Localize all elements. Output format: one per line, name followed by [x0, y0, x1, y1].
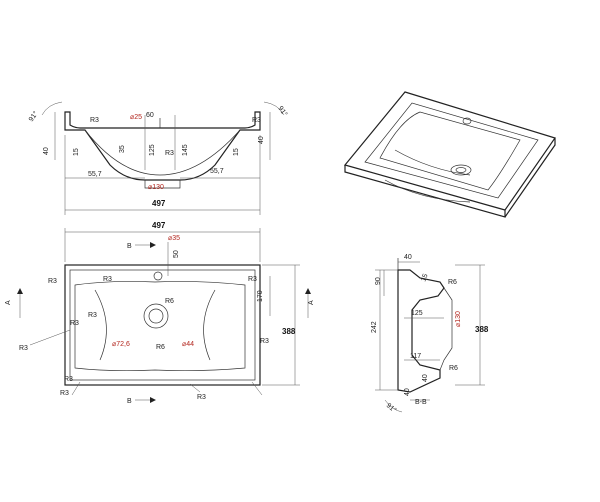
label-d35: 35 — [119, 145, 126, 153]
label-d72: ⌀72,6 — [112, 341, 130, 348]
label-d25: ⌀25 — [130, 114, 142, 121]
label-section-b-bottom: B — [127, 398, 132, 405]
label-d117: 117 — [410, 353, 421, 360]
label-angle-right: 91° — [276, 105, 289, 118]
label-d40-right: 40 — [258, 136, 265, 144]
label-r3-h: R3 — [64, 376, 73, 383]
label-d44: ⌀44 — [182, 341, 194, 348]
section-height-label: 388 — [475, 325, 489, 334]
label-d35: ⌀35 — [168, 235, 180, 242]
label-arrow-a-right: A — [308, 300, 315, 305]
label-d55-right: 55,7 — [210, 168, 224, 175]
iso-rim-inner — [364, 102, 539, 199]
top-view-height-label: 388 — [282, 327, 296, 336]
front-view: R3 R3 ⌀25 60 40 40 15 15 35 125 145 R3 5… — [27, 101, 289, 215]
top-view: 497 B ⌀35 50 170 388 A A R3 R3 R3 R3 R3 … — [5, 221, 315, 405]
label-arrow-a-left: A — [5, 300, 12, 305]
label-d40-left: 40 — [43, 147, 50, 155]
label-r3-b: R3 — [103, 276, 112, 283]
label-r3-f: R3 — [70, 320, 79, 327]
front-view-outline — [64, 111, 261, 181]
iso-bowl-edge — [379, 111, 521, 191]
section-title: B-B — [415, 399, 427, 406]
iso-drain — [450, 164, 472, 176]
label-r3-right: R3 — [252, 117, 261, 124]
iso-right-edge — [504, 138, 556, 218]
label-r3-c: R3 — [248, 276, 257, 283]
label-r6-top: R6 — [448, 279, 457, 286]
label-d15-left: 15 — [73, 148, 80, 156]
isometric-view — [343, 91, 556, 218]
label-d125: 125 — [411, 310, 423, 317]
label-r3-left: R3 — [90, 117, 99, 124]
label-d15: 15 — [420, 273, 429, 283]
label-d40-top: 40 — [404, 254, 412, 261]
label-r6-b: R6 — [156, 344, 165, 351]
label-r3-a: R3 — [48, 278, 57, 285]
label-r6-a: R6 — [165, 298, 174, 305]
top-view-width-label: 497 — [152, 221, 166, 230]
label-d40-bottom: 40 — [404, 388, 411, 396]
front-view-inner-curve — [84, 129, 241, 176]
label-r3-j: R3 — [197, 394, 206, 401]
label-d145: 145 — [182, 144, 189, 156]
label-d60: 60 — [146, 112, 154, 119]
top-view-bowl — [74, 281, 246, 372]
label-r3-mid: R3 — [165, 150, 174, 157]
label-d125: 125 — [149, 144, 156, 156]
label-d55-left: 55,7 — [88, 171, 102, 178]
label-section-b-top: B — [127, 243, 132, 250]
label-d90: 90 — [375, 277, 382, 285]
label-d15-right: 15 — [233, 148, 240, 156]
label-d50: 50 — [173, 250, 180, 258]
front-view-drain — [144, 180, 181, 189]
label-r3-i: R3 — [60, 390, 69, 397]
section-drain-wall — [439, 287, 453, 371]
section-view: 40 90 15 R6 125 ⌀130 242 117 R6 388 40 4… — [371, 254, 489, 414]
label-r3-g: R3 — [260, 338, 269, 345]
label-d170: 170 — [257, 290, 264, 302]
label-d242: 242 — [371, 321, 378, 333]
top-view-drain-outer — [143, 303, 169, 329]
label-r6-bottom: R6 — [449, 365, 458, 372]
label-d130: ⌀130 — [455, 311, 462, 327]
label-r3-d: R3 — [88, 312, 97, 319]
section-profile — [397, 269, 445, 393]
label-d130: ⌀130 — [148, 184, 164, 191]
iso-underside — [384, 179, 471, 203]
label-angle: 91° — [385, 401, 398, 414]
label-r3-e: R3 — [19, 345, 28, 352]
top-view-tap-hole — [153, 271, 163, 281]
label-d40-side: 40 — [422, 374, 429, 382]
iso-front-edge — [344, 165, 506, 218]
top-view-drain-inner — [148, 308, 164, 324]
front-view-width-label: 497 — [152, 199, 166, 208]
label-angle-left: 91° — [27, 110, 40, 123]
iso-tap-hole — [462, 117, 472, 125]
top-view-outline — [64, 264, 261, 386]
iso-top-face — [343, 91, 556, 211]
